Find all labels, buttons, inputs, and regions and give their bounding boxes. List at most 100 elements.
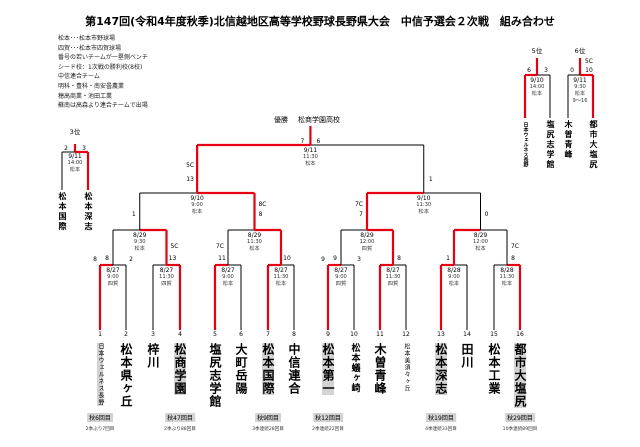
- score: 3: [357, 256, 361, 263]
- team-number: 5: [213, 331, 217, 338]
- appearance-record: 4季連続33回目: [425, 427, 457, 432]
- winner-label: 優勝: [274, 116, 288, 124]
- score: 0: [484, 211, 489, 218]
- team-name: 松本蟻ヶ崎: [349, 343, 360, 393]
- score: 13: [186, 176, 194, 183]
- appearance-chip: 秋9回目: [255, 413, 281, 422]
- team-number: 6: [239, 331, 243, 338]
- placement-label: 3位: [69, 128, 81, 136]
- team-name: 中信連合: [287, 343, 301, 395]
- score: 1: [446, 255, 450, 262]
- score: 2: [64, 145, 68, 152]
- score: 1: [428, 176, 433, 183]
- score: 9: [321, 256, 325, 263]
- team-number: 11: [376, 331, 384, 338]
- called-game-mark: 5C: [170, 243, 179, 250]
- team-name: 松本深志: [434, 343, 448, 395]
- side-team-name: 松本国際: [58, 192, 67, 232]
- note-line: 松本･･･松本市野球場: [58, 35, 116, 42]
- called-game-mark: 7C: [354, 201, 364, 208]
- called-game-mark: 8C: [258, 201, 267, 208]
- called-game-mark: 5C: [186, 162, 195, 169]
- score: 7: [300, 138, 305, 145]
- appearance-chip: 秋19回目: [426, 413, 456, 422]
- team-name: 松本美須々ヶ丘: [403, 343, 410, 392]
- note-line: 中信連合チーム: [58, 73, 100, 81]
- team-name: 大町岳陽: [234, 343, 248, 395]
- score: 6: [527, 67, 531, 74]
- notes-block: 松本･･･松本市野球場 四賀･･･松本市四賀球場 番号の若いチームが一塁側ベンチ…: [58, 34, 148, 111]
- note-line: 蘇南は高森より連合チームで出場: [58, 102, 148, 110]
- placement-label: 6位: [574, 47, 586, 55]
- side-team-name: 松本深志: [84, 192, 93, 232]
- score: 2: [129, 256, 133, 263]
- team-number: 12: [402, 331, 410, 338]
- note-line: 穂高商業・池田工業: [58, 92, 113, 100]
- team-name: 都市大塩尻: [513, 343, 527, 408]
- score: 3: [544, 67, 548, 74]
- appearance-chip: 秋29回目: [505, 413, 535, 422]
- team-number: 9: [326, 331, 330, 338]
- score: 3: [82, 145, 86, 152]
- score: 7: [359, 211, 363, 218]
- team-number: 3: [151, 331, 155, 338]
- called-game-mark: 7C: [510, 243, 520, 250]
- team-name: 松商学園: [173, 343, 187, 395]
- team-number: 13: [437, 331, 445, 338]
- team-number: 2: [124, 331, 128, 338]
- note-line: 明科・豊科・南安曇農業: [58, 82, 125, 90]
- winner-name: 松商学園高校: [298, 116, 340, 124]
- team-number: 8: [292, 331, 296, 338]
- appearance-record: 3季連続28回目: [252, 427, 284, 432]
- team-name: 松本第一: [321, 343, 335, 395]
- score: 8: [105, 255, 109, 262]
- appearance-record: 2季連続22回目: [312, 427, 344, 432]
- called-game-mark: 7C: [215, 243, 225, 250]
- side-team-name: 木曽青峰: [564, 120, 573, 160]
- team-name: 田川: [460, 343, 474, 369]
- team-name: 塩尻志学館: [208, 343, 222, 408]
- score: 0: [570, 67, 574, 74]
- note-line: 番号の若いチームが一塁側ベンチ: [58, 54, 148, 62]
- score: 9: [333, 255, 337, 262]
- team-name: 松本県ヶ丘: [119, 343, 133, 408]
- side-team-name: 塩尻志学館: [546, 120, 555, 170]
- team-name: 梓川: [146, 343, 160, 369]
- team-number: 1: [98, 331, 102, 338]
- note-line: シード校：1次戦の勝利校(8校): [58, 63, 143, 71]
- appearance-record: 10季連続89回目: [502, 427, 538, 432]
- team-name: 木曽青峰: [373, 343, 387, 395]
- team-number: 14: [463, 331, 471, 338]
- appearance-chip: 秋6回目: [87, 413, 113, 422]
- page-title: 第147回(令和4年度秋季)北信越地区高等学校野球長野県大会 中信予選会２次戦 …: [85, 15, 555, 28]
- team-name: 日本ウェルネス長野: [97, 343, 104, 406]
- score: 11: [218, 255, 226, 262]
- placement-label: 5位: [531, 47, 543, 55]
- team-name: 松本国際: [261, 343, 275, 395]
- side-team-name: 都市大塩尻: [589, 120, 598, 170]
- team-name: 松本工業: [487, 343, 501, 395]
- score: 10: [283, 255, 291, 262]
- team-number: 16: [516, 331, 524, 338]
- score: 8: [511, 255, 515, 262]
- score: 13: [168, 255, 177, 262]
- team-number: 10: [350, 331, 358, 338]
- score: 10: [585, 67, 593, 74]
